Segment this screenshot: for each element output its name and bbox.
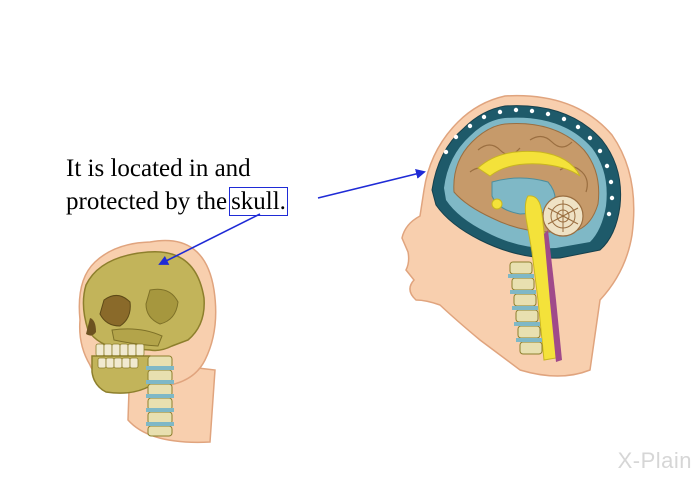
arrow-to-head-cross-section <box>317 169 426 199</box>
skull-keyword-box: skull. <box>229 187 288 216</box>
x-plain-logo: X-Plain <box>618 448 692 474</box>
watermark-text: X-Plain <box>617 448 692 473</box>
skull-head-illustration <box>78 239 217 444</box>
caption-line-2-prefix: protected by the <box>66 188 228 215</box>
caption-line-1: It is located in and <box>66 155 251 182</box>
brain-cross-section-illustration <box>401 94 635 377</box>
cerebellum-illustration <box>542 195 584 237</box>
arrow-to-skull <box>158 213 261 265</box>
